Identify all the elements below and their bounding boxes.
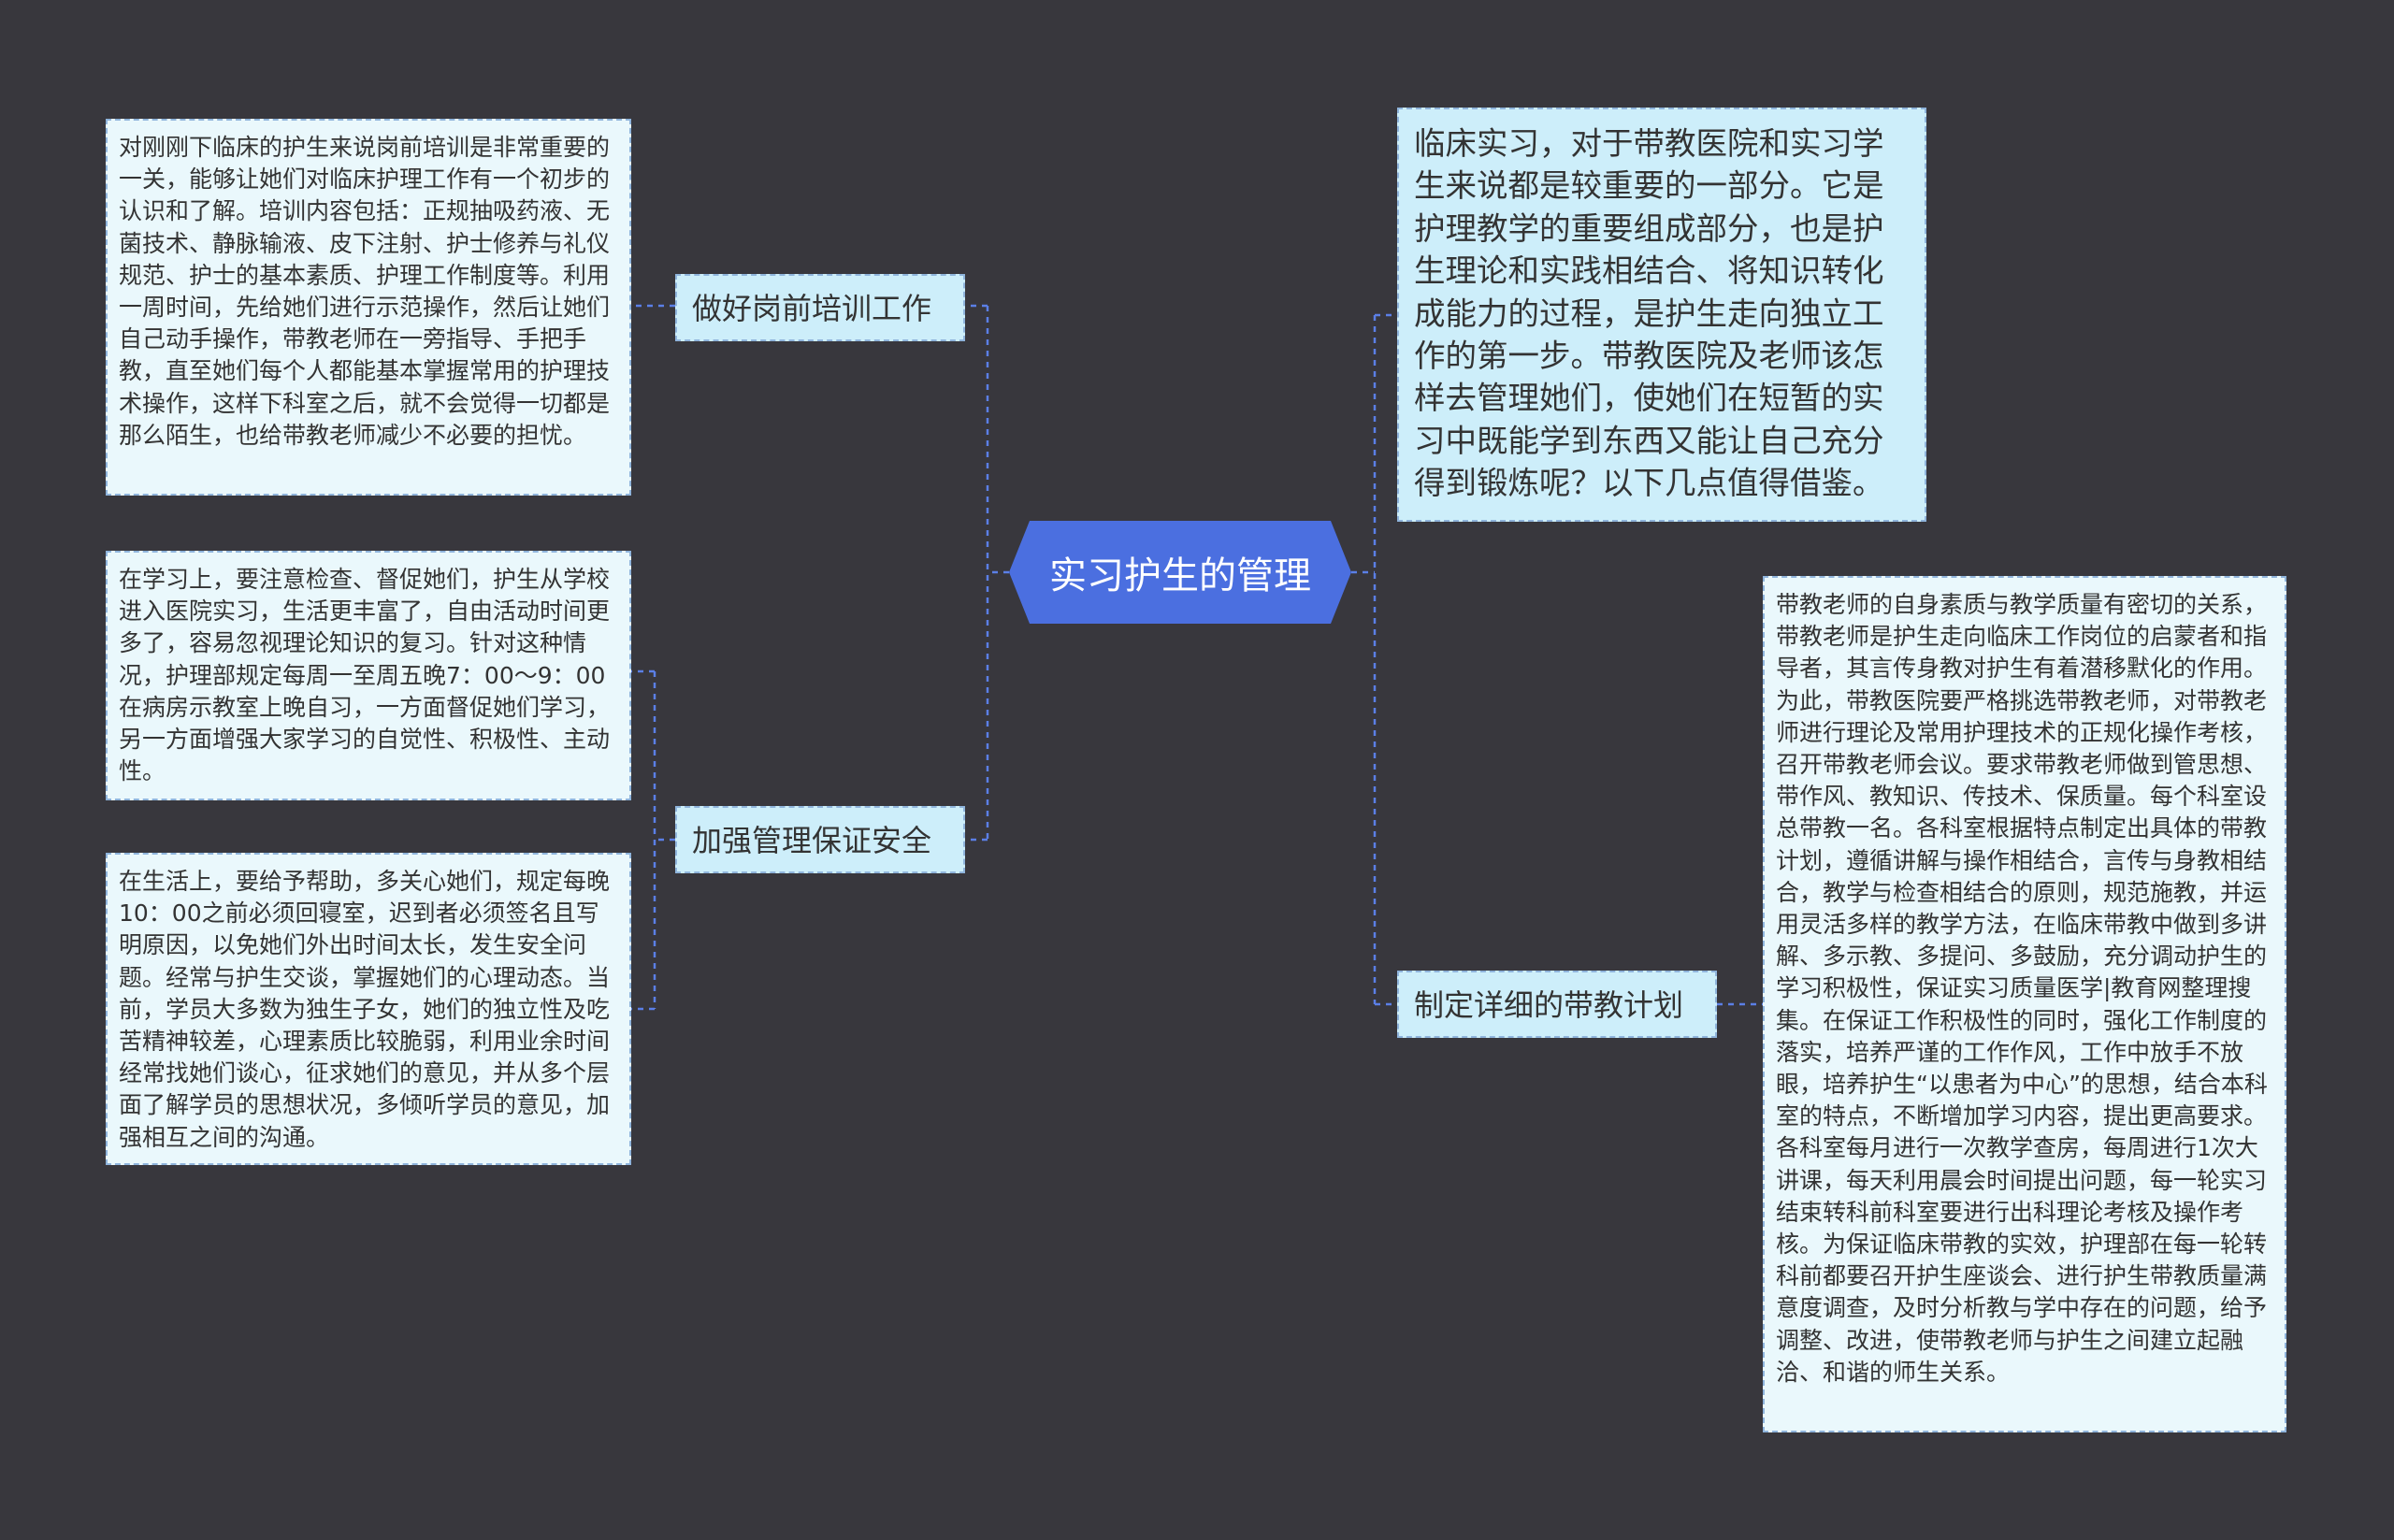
branch-label: 加强管理保证安全	[692, 823, 932, 858]
branch-label: 做好岗前培训工作	[692, 291, 932, 326]
note-teaching-plan: 带教老师的自身素质与教学质量有密切的关系，带教老师是护生走向临床工作岗位的启蒙者…	[1763, 576, 2286, 1432]
note-study-supervision: 在学习上，要注意检查、督促她们，护生从学校进入医院实习，生活更丰富了，自由活动时…	[106, 551, 631, 800]
note-life-care: 在生活上，要给予帮助，多关心她们，规定每晚10：00之前必须回寝室，迟到者必须签…	[106, 853, 631, 1165]
branch-safety-management[interactable]: 加强管理保证安全	[675, 806, 965, 873]
intro-note: 临床实习，对于带教医院和实习学生来说都是较重要的一部分。它是护理教学的重要组成部…	[1397, 108, 1926, 522]
branch-label: 制定详细的带教计划	[1414, 987, 1684, 1023]
branch-teaching-plan[interactable]: 制定详细的带教计划	[1397, 971, 1717, 1038]
root-label: 实习护生的管理	[1049, 554, 1311, 597]
root-node[interactable]: 实习护生的管理	[1009, 521, 1351, 624]
branch-pregrading-training[interactable]: 做好岗前培训工作	[675, 274, 965, 341]
note-pregrading-training: 对刚刚下临床的护生来说岗前培训是非常重要的一关，能够让她们对临床护理工作有一个初…	[106, 119, 631, 496]
